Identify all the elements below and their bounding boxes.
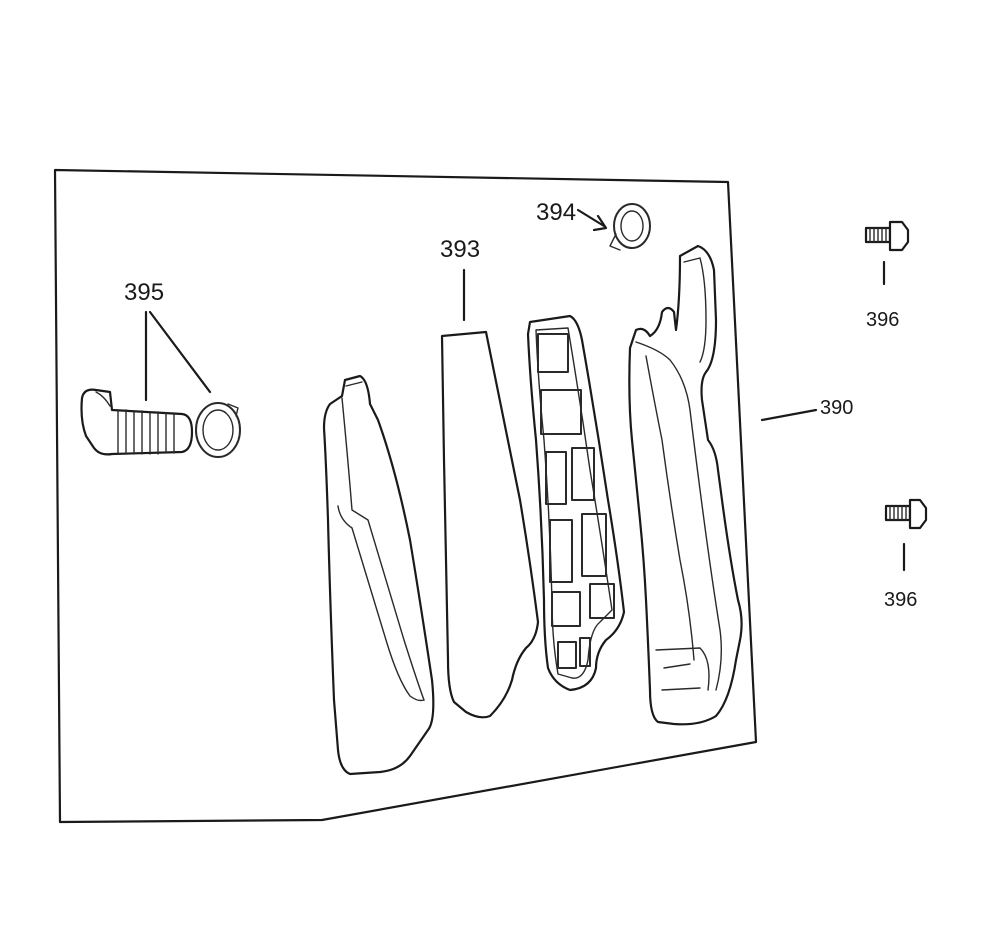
callout-390: 390: [760, 397, 853, 422]
callout-390-label: 390: [820, 397, 853, 419]
callout-396-bottom-label: 396: [884, 589, 917, 611]
callout-395: 395: [124, 279, 212, 402]
part-391-grid-frame: [526, 314, 626, 692]
part-392-left-cover: [322, 374, 435, 776]
part-395-clamp: [195, 402, 241, 458]
callout-394: 394: [536, 199, 608, 232]
callout-395-label: 395: [124, 279, 164, 306]
callout-393-label: 393: [440, 236, 480, 263]
callout-396-bottom: 396: [884, 542, 917, 611]
callout-396-top-label: 396: [866, 309, 899, 331]
diagram-frame: [53, 168, 758, 824]
part-394-clamp: [609, 203, 651, 251]
part-396-bolt-top: [864, 220, 910, 252]
part-393-filter: [440, 330, 540, 719]
callout-394-label: 394: [536, 199, 576, 226]
part-390-housing: [628, 244, 743, 726]
part-395-hose: [80, 388, 194, 456]
callout-396-top: 396: [866, 260, 899, 331]
part-396-bolt-bottom: [884, 498, 928, 530]
callout-393: 393: [440, 236, 480, 322]
